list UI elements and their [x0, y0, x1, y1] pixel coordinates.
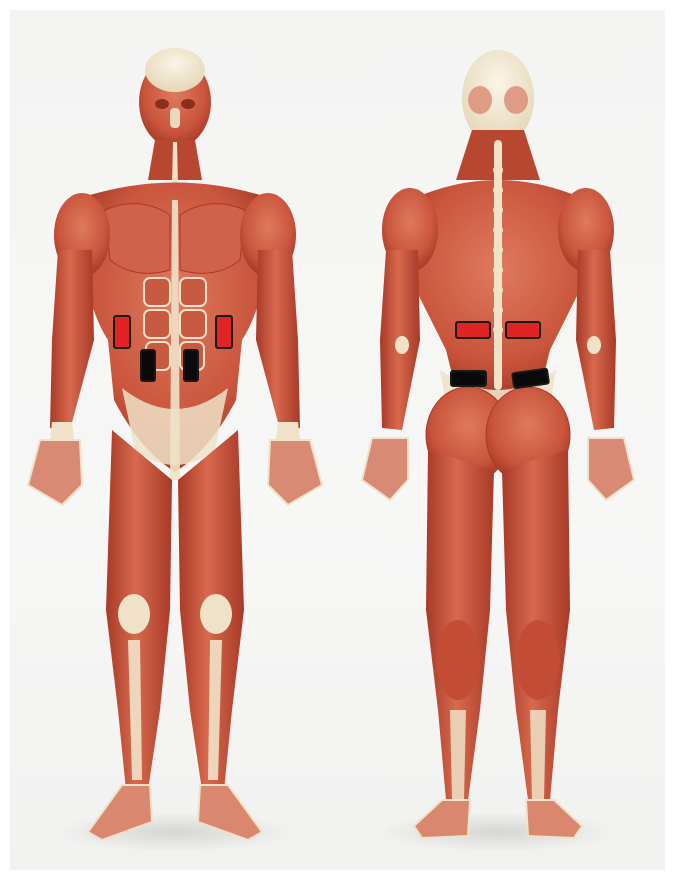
front-hand-left — [268, 440, 322, 505]
front-red-electrode-right — [216, 316, 232, 348]
front-figure — [28, 48, 322, 852]
front-arm-right — [50, 250, 94, 430]
back-hand-right — [588, 438, 634, 500]
front-red-electrode-left — [114, 316, 130, 348]
front-black-electrode-left — [141, 350, 155, 381]
figure-background — [10, 10, 665, 870]
front-black-electrode-right — [184, 350, 198, 381]
back-foot-left — [414, 800, 470, 838]
anatomy-diagram — [10, 10, 665, 870]
front-hand-right — [28, 440, 82, 505]
back-hand-left — [362, 438, 408, 500]
front-arm-left — [256, 250, 300, 430]
back-foot-right — [526, 800, 582, 838]
back-red-electrode-left — [456, 322, 490, 338]
back-floor-shadow — [377, 812, 617, 852]
back-figure — [362, 50, 634, 852]
back-black-electrode-left — [451, 371, 486, 386]
back-spine — [493, 140, 503, 390]
front-skull-cap — [145, 48, 205, 92]
back-red-electrode-right — [506, 322, 540, 338]
